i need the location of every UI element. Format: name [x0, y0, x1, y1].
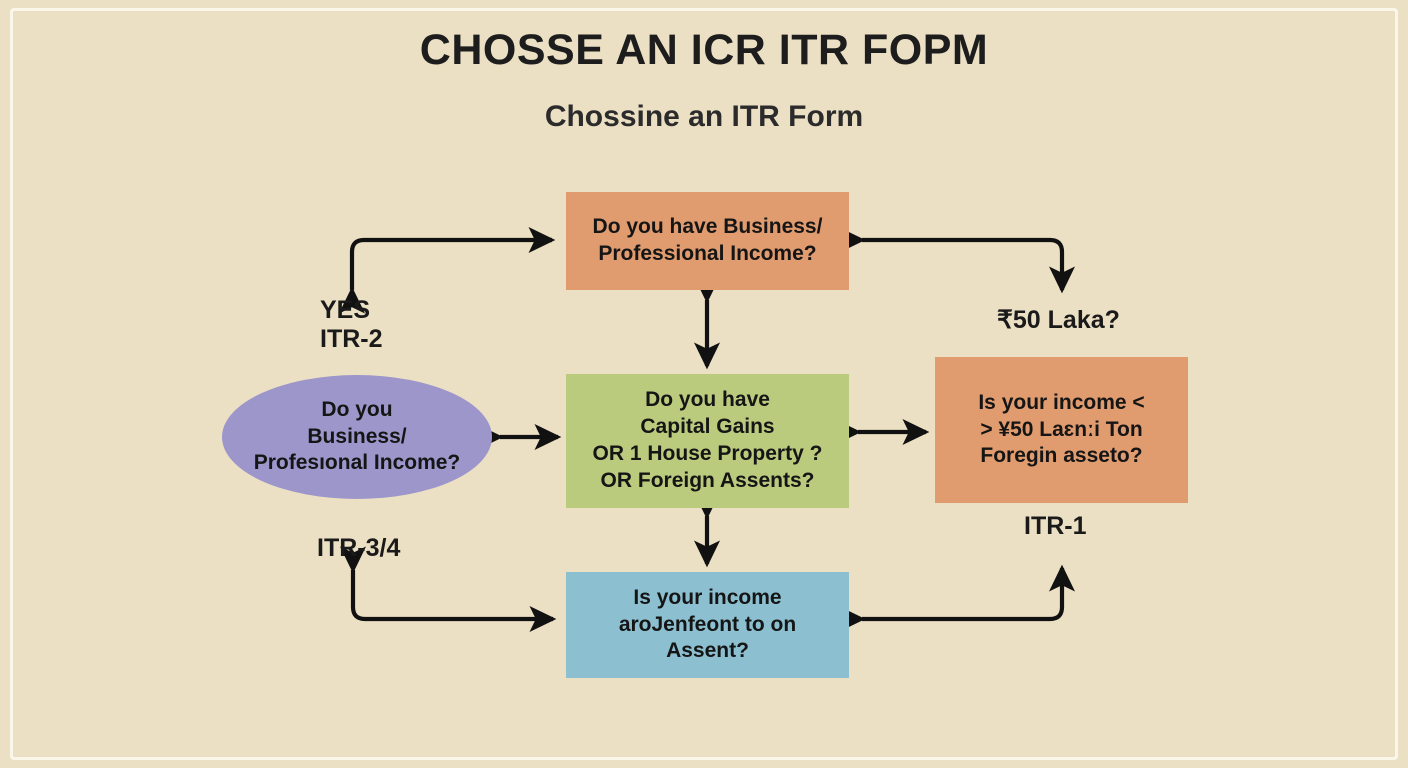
node-capital-gains[interactable]: Do you have Capital Gains OR 1 House Pro…: [566, 374, 849, 508]
node-line: Do you have: [645, 388, 770, 412]
node-line: > ¥50 Laɛnːi Ton: [980, 417, 1143, 441]
node-income-assent[interactable]: Is your income aroJenfeont to on Assent?: [566, 572, 849, 678]
node-line: Do you: [321, 397, 393, 421]
node-line: Do you have Business/: [592, 215, 823, 239]
node-line: Foregin asseto?: [980, 444, 1143, 468]
node-line: OR 1 House Property ?: [592, 442, 823, 465]
label-itr-1: ITR-1: [1024, 512, 1087, 540]
label-yes: YES: [320, 296, 371, 324]
node-line: aroJenfeont to on: [618, 612, 797, 636]
page-title: CHOSSE AN ICR ITR FOPM: [419, 26, 989, 74]
node-line: Professional Income?: [598, 242, 817, 265]
label-itr-3-4: ITR-3/4: [317, 534, 401, 562]
label-fifty-laka: ₹50 Laka?: [997, 306, 1120, 334]
node-do-you-business-professional[interactable]: Do you Business/ Profesıonal Income?: [222, 375, 492, 499]
connector-bottom-left-elbow: [339, 546, 557, 633]
connector-top-left-elbow: [338, 226, 556, 314]
node-line: Profesıonal Income?: [253, 451, 461, 475]
connector-top-right-elbow: [838, 226, 1076, 294]
node-income-threshold[interactable]: Is your income < > ¥50 Laɛnːi Ton Foregi…: [935, 357, 1188, 503]
node-business-professional-income[interactable]: Do you have Business/ Professional Incom…: [566, 192, 849, 290]
page-subtitle: Chossine an ITR Form: [544, 100, 864, 133]
connector-bottom-right-elbow: [838, 564, 1076, 633]
node-line: OR Foreign Assents?: [600, 468, 815, 492]
node-line: Is your income <: [978, 390, 1145, 414]
node-line: Is your income: [633, 585, 782, 609]
node-line: Business/: [307, 424, 407, 448]
label-itr-2: ITR-2: [320, 325, 383, 353]
node-line: Assent?: [666, 639, 749, 663]
node-line: Capital Gains: [640, 415, 775, 439]
